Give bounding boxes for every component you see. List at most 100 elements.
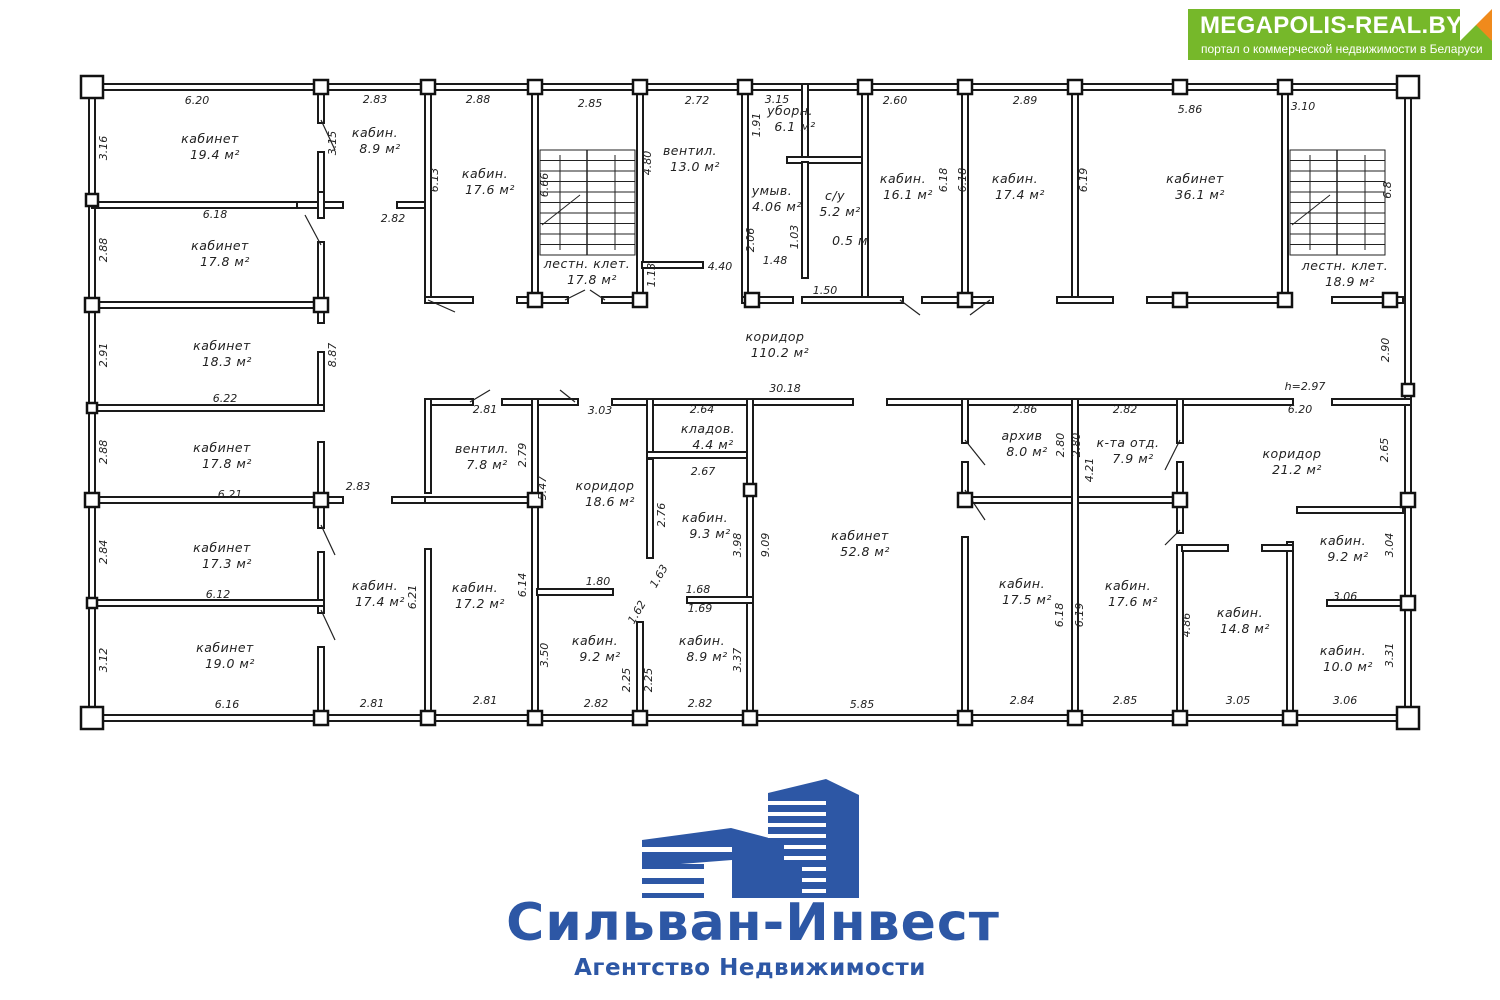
room-label: кабин.17.4 м² [992, 171, 1044, 202]
dimension-label: 2.79 [516, 443, 529, 468]
door-swing [469, 389, 491, 403]
dimension-label: 2.25 [642, 668, 655, 693]
pillar [1171, 78, 1189, 96]
room-label: кабин.17.2 м² [452, 580, 504, 611]
room-name: вентил. [455, 441, 509, 456]
room-area: 52.8 м² [840, 544, 890, 559]
room-name: коридор [1263, 446, 1322, 461]
room-area: 21.2 м² [1272, 462, 1322, 477]
room-area: 17.8 м² [567, 272, 617, 287]
pillar [79, 705, 105, 731]
dimension-label: 2.84 [97, 540, 110, 565]
room-area: 17.6 м² [1108, 594, 1158, 609]
room-area: 17.8 м² [200, 254, 250, 269]
dimension-label: 6.14 [516, 573, 529, 598]
room-label: кабин.10.0 м² [1320, 643, 1372, 674]
dimension-label: 6.21 [218, 488, 243, 501]
dimension-label: 6.19 [1077, 168, 1090, 193]
room-label: лестн. клет.17.8 м² [543, 256, 630, 287]
dimension-label: 4.86 [1180, 613, 1193, 638]
room-name: кабин. [1105, 578, 1151, 593]
room-label: кабин.17.6 м² [1105, 578, 1158, 609]
building-logo-icon [642, 779, 859, 898]
dimension-label: 2.67 [691, 465, 716, 478]
dimension-label: 1.13 [645, 263, 658, 288]
dimension-label: 1.63 [647, 562, 671, 590]
pillar [312, 78, 330, 96]
dimension-label: 2.64 [690, 403, 715, 416]
dimension-label: 8.87 [326, 343, 339, 368]
room-name: кабин. [1217, 605, 1263, 620]
pillar [856, 78, 874, 96]
room-name: кабинет [193, 540, 251, 555]
dimension-label: 2.89 [1013, 94, 1038, 107]
pillar [1400, 382, 1416, 398]
pillar [743, 291, 761, 309]
megapolis-watermark[interactable]: MEGAPOLIS-REAL.BY портал о коммерческой … [1188, 9, 1492, 60]
room-name: с/у [825, 188, 845, 203]
room-area: 4.4 м² [692, 437, 733, 452]
pillar [312, 709, 330, 727]
pillar [84, 192, 100, 208]
door-swing [899, 299, 921, 316]
room-area: 19.0 м² [205, 656, 255, 671]
pillar [1171, 709, 1189, 727]
room-area: 18.6 м² [585, 494, 635, 509]
dimension-label: 30.18 [769, 382, 801, 395]
room-label: к-та отд.7.9 м² [1096, 435, 1159, 466]
room-name: кабинет [181, 131, 239, 146]
pillar [79, 74, 105, 100]
dimension-label: 3.37 [731, 648, 744, 673]
pillar [1171, 491, 1189, 509]
room-area: 17.4 м² [355, 594, 405, 609]
dimension-label: 6.22 [213, 392, 238, 405]
room-name: кабин. [572, 633, 618, 648]
room-label: кабин.8.9 м² [352, 125, 400, 156]
dimension-label: 2.81 [473, 694, 498, 707]
door-swing [320, 119, 336, 151]
dimension-label: 6.19 [1073, 603, 1086, 628]
dimension-label: 2.06 [744, 228, 757, 253]
pillar [631, 709, 649, 727]
dimension-label: 6.12 [206, 588, 231, 601]
room-name: кабин. [682, 510, 728, 525]
room-name: умыв. [751, 183, 793, 198]
room-area: 6.1 м² [774, 119, 815, 134]
room-label: лестн. клет.18.9 м² [1301, 258, 1388, 289]
dimension-label: 3.15 [326, 131, 339, 156]
room-label: кабин.17.6 м² [462, 166, 514, 197]
room-area: 7.9 м² [1112, 451, 1153, 466]
pillar [1276, 291, 1294, 309]
dimension-label: 6.18 [1053, 603, 1066, 628]
agency-tagline: Агентство Недвижимости [574, 955, 926, 981]
room-name: кабинет [191, 238, 249, 253]
room-name: кабин. [352, 125, 398, 140]
room-label: умыв.4.06 м² [751, 183, 802, 214]
agency-name: Сильван-Инвест [506, 893, 1000, 953]
dimension-label: 2.82 [381, 212, 406, 225]
dimension-label: 3.50 [538, 643, 551, 668]
pillar [526, 491, 544, 509]
pillar [736, 78, 754, 96]
pillar [742, 482, 758, 498]
room-name: кабинет [196, 640, 254, 655]
dimension-label: 1.03 [788, 225, 801, 250]
pillar [1066, 78, 1084, 96]
pillar [312, 296, 330, 314]
dimension-label: 4.40 [708, 260, 733, 273]
room-area: 8.9 м² [686, 649, 727, 664]
room-name: уборн. [766, 103, 813, 118]
dimension-label: 5.86 [1178, 103, 1203, 116]
room-name: кабинет [193, 440, 251, 455]
dimension-label: 3.31 [1383, 643, 1396, 668]
dimension-label: 1.62 [625, 598, 649, 626]
room-area: 17.5 м² [1002, 592, 1052, 607]
dimension-label: 3.06 [1333, 590, 1358, 603]
pillar [526, 78, 544, 96]
door-swing [564, 289, 586, 301]
